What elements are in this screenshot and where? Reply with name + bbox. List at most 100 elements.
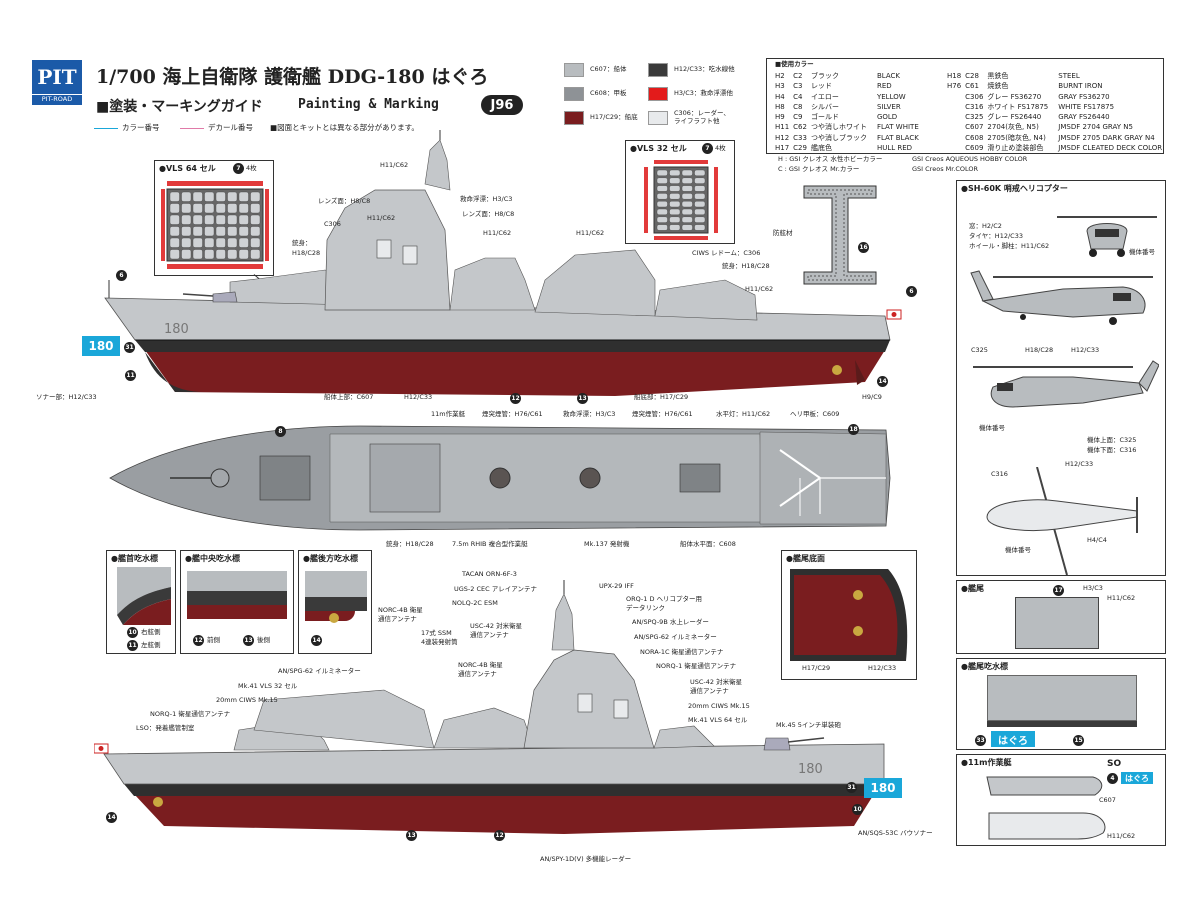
vls-cell (181, 226, 192, 237)
vls-cell (656, 169, 668, 177)
mid-draft-panel: ●艦中央吃水標 12 前側 13 後側 (180, 550, 294, 654)
decal-number: 11 (127, 640, 138, 651)
decal-number: 8 (275, 426, 286, 437)
stern-bottom-diagram (790, 569, 908, 661)
heli-c316: C316 (991, 470, 1008, 478)
vls64-panel: ●VLS 64 セル 7 4枚 (154, 160, 274, 276)
label-lens1: レンズ面：H8/C8 (318, 197, 371, 205)
swatch-group: C607：船体 C608：甲板 H17/C29：船底 H12/C33：吃水線他 … (564, 62, 760, 132)
vls-cell (681, 224, 693, 231)
vls-cell (250, 226, 261, 237)
label-vls64: Mk.41 VLS 64 セル (688, 716, 748, 724)
heli-lower: 機体下面：C316 (1087, 446, 1137, 454)
vls-cell (169, 249, 180, 260)
color-cell: C61 (965, 82, 979, 91)
decal-number: 14 (311, 635, 322, 646)
color-cell (945, 92, 963, 102)
mid-draft-bottom (187, 605, 287, 619)
label-rhib: 7.5m RHIB 複合型作業艇 (452, 540, 528, 548)
label-buoy: 救命浮漂：H3/C3 (460, 195, 513, 203)
color-cell: H2 (775, 72, 785, 80)
stern-bottom-title: ●艦尾底面 (786, 554, 825, 563)
vls-cell (215, 226, 226, 237)
color-cell: 艦底色 (810, 144, 832, 153)
vls-cell (227, 214, 238, 225)
label-lens2: レンズ面：H8/C8 (462, 210, 515, 218)
color-cell: JMSDF 2704 GRAY N5 (1058, 123, 1133, 132)
heli-reg-2: 機体番号 (979, 424, 1005, 432)
vls32-panel: ●VLS 32 セル 7 4枚 (625, 140, 735, 244)
vls-cell (669, 177, 681, 184)
vls-cell (669, 169, 681, 177)
mid-draft-hull (187, 571, 287, 591)
color-cell: H11 (775, 123, 790, 132)
color-cell: 滑り止め塗装部色 (987, 144, 1044, 153)
vls-cell (238, 214, 249, 225)
color-cell: BURNT IRON (1058, 82, 1103, 91)
vls-cell (656, 224, 668, 231)
aft-draft-hull (305, 571, 367, 597)
decal-number: 12 (193, 635, 204, 646)
vls-cell (181, 249, 192, 260)
vls-cell (181, 203, 192, 214)
legend-decal-label: デカール番号 (208, 123, 253, 132)
vls-cell (250, 191, 261, 202)
vls-cell (656, 208, 668, 216)
swatch-chip (564, 63, 584, 77)
mid-draft-rear: 後側 (257, 636, 270, 644)
vls-cell (215, 237, 226, 248)
label-spy: AN/SPY-1D(V) 多機能レーダー (540, 855, 632, 863)
vls-cell (181, 237, 192, 248)
label-sqs: AN/SQS-53C バウソナー (858, 829, 933, 837)
heli-reg-3: 機体番号 (1005, 546, 1031, 554)
vls-cell (694, 193, 706, 200)
vls-cell (681, 216, 693, 223)
stern-diagram (1015, 597, 1099, 649)
hull-number-port: 180 (798, 762, 823, 777)
brand-name: PIT-ROAD (32, 95, 82, 105)
decal-number: 33 (975, 735, 986, 746)
vls-cell (669, 193, 681, 200)
vls-cell (694, 185, 706, 192)
label-ciws-left: 20mm CIWS Mk.15 (216, 696, 278, 704)
label-stack1: 煙突煙管：H76/C61 (482, 410, 543, 418)
color-cell: JMSDF CLEATED DECK COLOR (1058, 144, 1163, 153)
vls-cell (656, 216, 668, 223)
bow-draft-title: ●艦首吃水標 (111, 554, 158, 563)
color-cell: 2704(灰色, N5) (987, 123, 1039, 132)
vls-cell (192, 214, 203, 225)
heli-side-view-2 (973, 360, 1159, 408)
vls-cell (681, 185, 693, 192)
vls-cell (681, 193, 693, 200)
heli-wheel: ホイール・脚柱：H11/C62 (969, 242, 1050, 250)
header-note: ■図面とキットとは異なる部分があります。 (270, 123, 419, 132)
heli-window: 窓：H2/C2 (969, 222, 1002, 230)
color-cell: SILVER (876, 102, 901, 111)
label-deck: 船体水平面：C608 (680, 540, 736, 548)
boat-diagram (986, 776, 1106, 840)
decal-number: 6 (906, 286, 917, 297)
color-cell: JMSDF 2705 DARK GRAY N4 (1058, 133, 1155, 142)
color-cell: ゴールド (810, 113, 839, 122)
vls-cell (694, 201, 706, 208)
label-orq: ORQ-1 D ヘリコプター用 (626, 595, 703, 603)
decal-number: 12 (494, 830, 505, 841)
decal-number: 31 (124, 342, 135, 353)
vls-cell (694, 169, 706, 177)
label-barrel: 銃身： (292, 239, 312, 247)
boat-label-1: C607 (1099, 796, 1116, 804)
decal-number: 31 (846, 782, 857, 793)
decal-number: 7 (702, 143, 713, 154)
color-cell: C28 (965, 72, 979, 80)
label-prop: H9/C9 (862, 393, 882, 401)
label-h11-a: H11/C62 (367, 214, 396, 222)
label-ciws-dome: CIWS レドーム：C306 (692, 249, 761, 257)
heli-h18: H18/C28 (1025, 346, 1054, 354)
stern-draft-diagram (987, 675, 1137, 721)
vls-cell (192, 203, 203, 214)
